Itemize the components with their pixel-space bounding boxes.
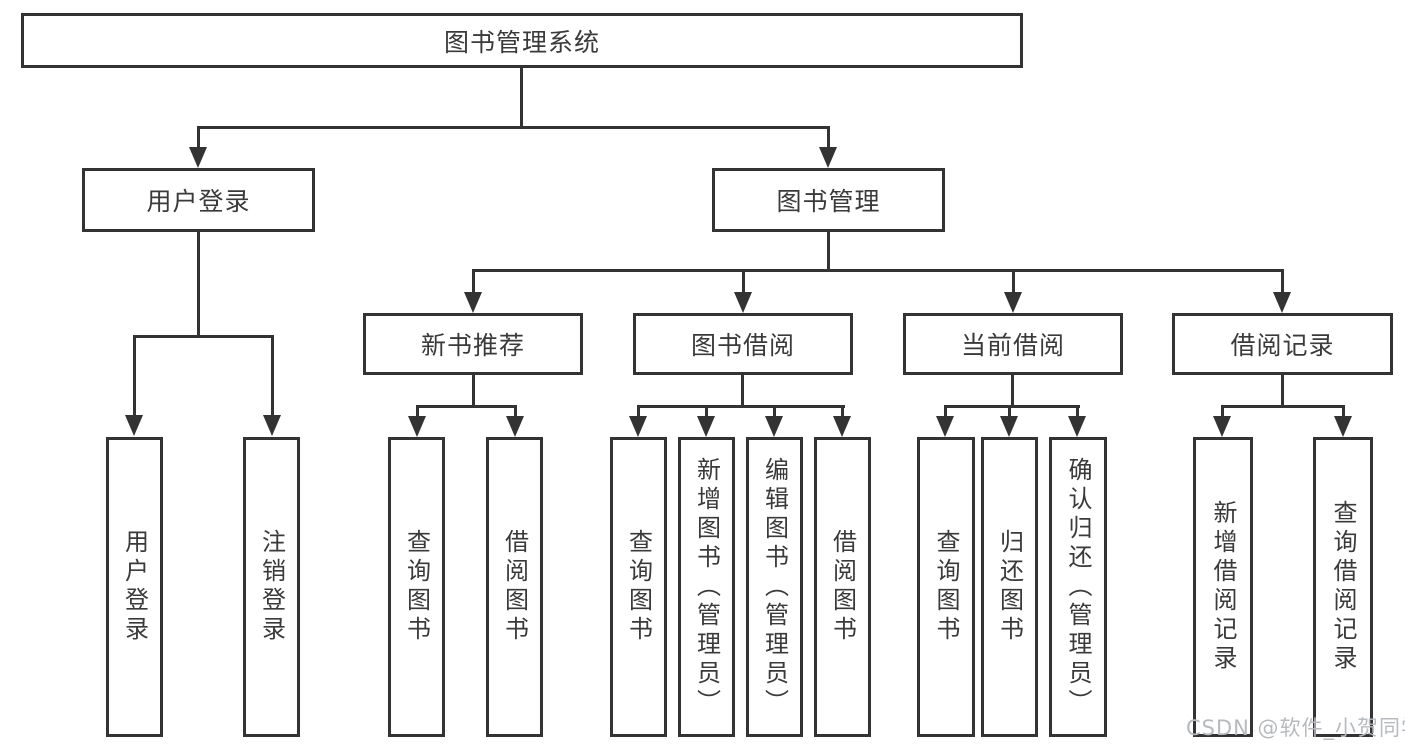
arrow-down-icon bbox=[936, 416, 954, 437]
arrow-down-icon bbox=[125, 415, 143, 436]
leaf-query-borrow-record: 查询借阅记录 bbox=[1313, 437, 1373, 737]
connector-leaf-stem bbox=[705, 405, 708, 418]
node-current-borrowing: 当前借阅 bbox=[903, 313, 1123, 375]
arrow-down-icon bbox=[464, 292, 482, 313]
leaf-query-books-borrowing: 查询图书 bbox=[610, 437, 667, 737]
arrow-down-icon bbox=[1273, 292, 1291, 313]
leaf-add-borrow-record: 新增借阅记录 bbox=[1193, 437, 1253, 737]
connector-borrow-record-rail bbox=[1221, 405, 1345, 408]
connector-book-management-stem bbox=[827, 126, 830, 148]
connector-root-stem bbox=[520, 68, 523, 126]
connector-leaf-stem bbox=[1221, 405, 1224, 418]
leaf-borrow-books-borrowing: 借阅图书 bbox=[814, 437, 871, 737]
connector-new-book-down bbox=[472, 375, 475, 408]
connector-leaf-stem bbox=[416, 405, 419, 418]
leaf-user-login: 用户登录 bbox=[106, 437, 163, 737]
node-new-book-recommend: 新书推荐 bbox=[363, 313, 583, 375]
connector-new-book-rail bbox=[416, 405, 517, 408]
leaf-logout: 注销登录 bbox=[243, 437, 300, 737]
connector-current-borrow-down bbox=[1011, 375, 1014, 408]
connector-leaf-stem bbox=[514, 405, 517, 418]
arrow-down-icon bbox=[408, 416, 426, 437]
connector-user-login-down bbox=[197, 232, 200, 337]
leaf-query-books-recommend: 查询图书 bbox=[388, 437, 445, 737]
connector-login-leaf-stem bbox=[133, 335, 136, 416]
connector-book-management-down bbox=[827, 232, 830, 272]
connector-logout-leaf-stem bbox=[271, 335, 274, 416]
connector-leaf-stem bbox=[1008, 405, 1011, 418]
arrow-down-icon bbox=[189, 147, 207, 168]
connector-borrow-record-stem bbox=[1281, 269, 1284, 293]
connector-leaf-stem bbox=[773, 405, 776, 418]
arrow-down-icon bbox=[629, 416, 647, 437]
connector-leaf-stem bbox=[944, 405, 947, 418]
connector-level3-rail bbox=[472, 269, 1284, 272]
leaf-query-books-current: 查询图书 bbox=[917, 437, 975, 737]
arrow-down-icon bbox=[819, 147, 837, 168]
arrow-down-icon bbox=[697, 416, 715, 437]
leaf-edit-books-admin: 编辑图书（管理员） bbox=[746, 437, 803, 737]
arrow-down-icon bbox=[263, 415, 281, 436]
csdn-watermark: CSDN @软件_小贺同学 bbox=[1186, 716, 1405, 740]
connector-new-book-stem bbox=[472, 269, 475, 293]
arrow-down-icon bbox=[833, 416, 851, 437]
connector-user-login-rail bbox=[133, 335, 274, 338]
connector-leaf-stem bbox=[841, 405, 844, 418]
connector-current-borrow-stem bbox=[1012, 269, 1015, 293]
connector-book-borrow-down bbox=[741, 375, 744, 408]
leaf-borrow-books-recommend: 借阅图书 bbox=[486, 437, 543, 737]
arrow-down-icon bbox=[506, 416, 524, 437]
node-library-management-system: 图书管理系统 bbox=[21, 13, 1023, 68]
leaf-add-books-admin: 新增图书（管理员） bbox=[678, 437, 735, 737]
connector-borrow-record-down bbox=[1281, 375, 1284, 408]
arrow-down-icon bbox=[1004, 292, 1022, 313]
node-user-login: 用户登录 bbox=[82, 168, 315, 232]
connector-leaf-stem bbox=[1342, 405, 1345, 418]
arrow-down-icon bbox=[1068, 416, 1086, 437]
arrow-down-icon bbox=[1000, 416, 1018, 437]
arrow-down-icon bbox=[1213, 416, 1231, 437]
node-borrowing-records: 借阅记录 bbox=[1172, 313, 1393, 375]
arrow-down-icon bbox=[765, 416, 783, 437]
leaf-confirm-return-admin: 确认归还（管理员） bbox=[1049, 437, 1107, 737]
arrow-down-icon bbox=[1334, 416, 1352, 437]
connector-leaf-stem bbox=[1076, 405, 1079, 418]
connector-user-login-stem bbox=[197, 126, 200, 148]
node-book-borrowing: 图书借阅 bbox=[633, 313, 853, 375]
node-book-management: 图书管理 bbox=[712, 168, 945, 232]
connector-book-borrow-stem bbox=[742, 269, 745, 293]
leaf-return-books: 归还图书 bbox=[981, 437, 1038, 737]
arrow-down-icon bbox=[734, 292, 752, 313]
connector-current-borrow-rail bbox=[944, 405, 1080, 408]
connector-leaf-stem bbox=[637, 405, 640, 418]
connector-level2-rail bbox=[197, 126, 830, 129]
connector-book-borrow-rail bbox=[637, 405, 845, 408]
